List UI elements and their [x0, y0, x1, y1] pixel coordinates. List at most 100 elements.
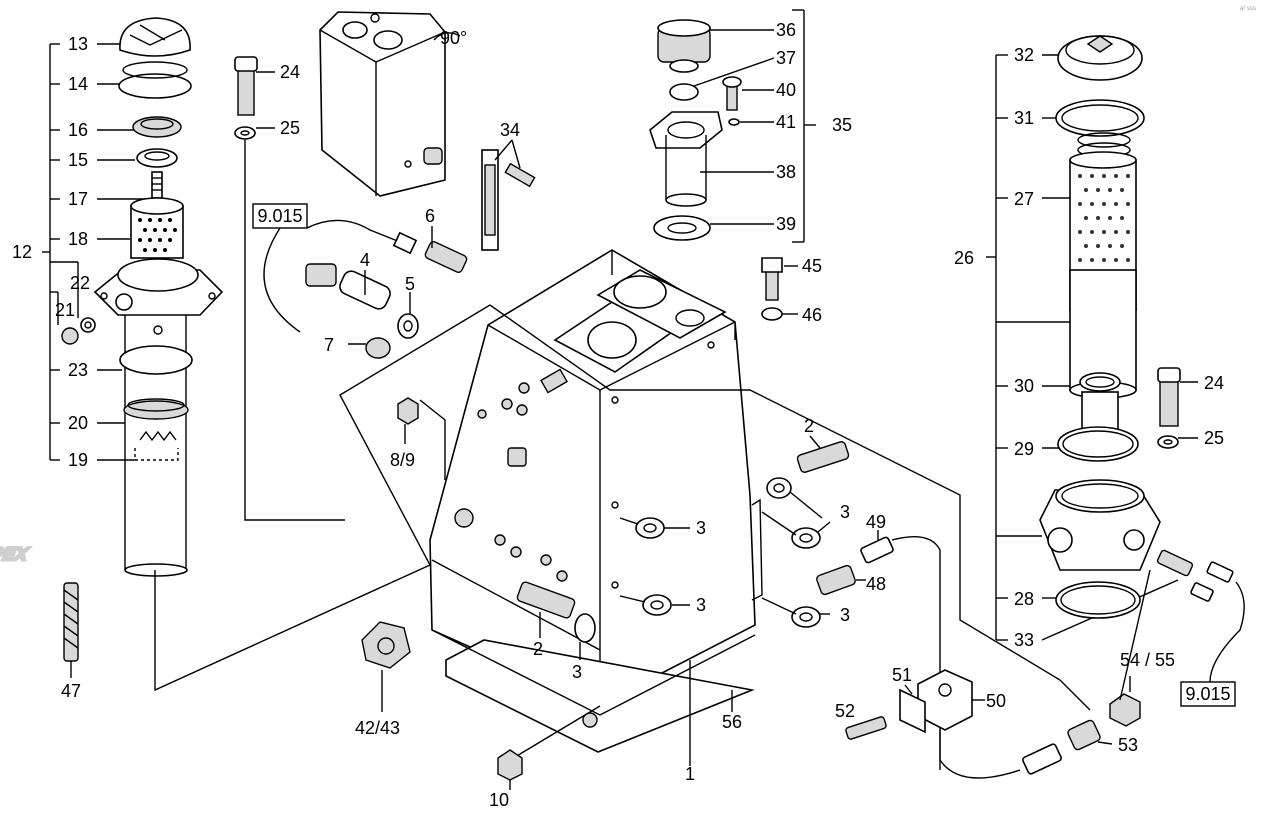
callout-25-right: 25: [1204, 428, 1224, 448]
callout-54-55: 54 / 55: [1120, 650, 1175, 670]
callout-42-43: 42/43: [355, 718, 400, 738]
seal-ring-14: [118, 73, 192, 99]
seal-3-d: [791, 527, 821, 549]
callout-49: 49: [866, 512, 886, 532]
callout-26: 26: [954, 248, 974, 268]
callout-30: 30: [1014, 376, 1034, 396]
callout-39: 39: [776, 214, 796, 234]
plug-21: [61, 327, 79, 345]
rotate-90-icon: [433, 32, 461, 41]
callout-22: 22: [70, 273, 90, 293]
callout-35: 35: [832, 115, 852, 135]
washer-41: [728, 118, 740, 126]
sensor-6: [424, 241, 468, 273]
callout-13: 13: [68, 34, 88, 54]
bolt-45-group: [761, 257, 798, 321]
fitting-53: [1067, 719, 1101, 751]
callout-41: 41: [776, 112, 796, 132]
callout-16: 16: [68, 120, 88, 140]
callout-7: 7: [324, 335, 334, 355]
hydraulic-tank-1: [429, 249, 763, 766]
callout-3-b: 3: [696, 595, 706, 615]
fitting-7: [365, 337, 391, 359]
callout-47: 47: [61, 681, 81, 701]
callout-29: 29: [1014, 439, 1034, 459]
callout-56: 56: [722, 712, 742, 732]
callout-52: 52: [835, 701, 855, 721]
ref-box-right-label: 9.015: [1185, 684, 1230, 704]
callout-10: 10: [489, 790, 509, 809]
svg-text:OPEX: OPEX: [0, 544, 31, 564]
seal-3: [574, 613, 596, 643]
strainer-19: [134, 448, 179, 461]
callout-12: 12: [12, 242, 32, 262]
ref-box-left-label: 9.015: [257, 206, 302, 226]
callout-40: 40: [776, 80, 796, 100]
callout-17: 17: [68, 189, 88, 209]
fitting-42-43: [361, 621, 411, 712]
callout-2-right: 2: [804, 416, 814, 436]
heater-2: [516, 581, 576, 619]
nut-16: [132, 116, 182, 138]
callout-27: 27: [1014, 189, 1034, 209]
o-ring-23: [119, 345, 193, 375]
callout-38: 38: [776, 162, 796, 182]
bracket-34: [481, 139, 536, 251]
callout-8-9: 8/9: [390, 450, 415, 470]
bracket-51: [899, 688, 926, 734]
callout-25: 25: [280, 118, 300, 138]
fittings-53-55: [1022, 676, 1141, 775]
callout-48: 48: [866, 574, 886, 594]
callout-51: 51: [892, 665, 912, 685]
callout-5: 5: [405, 274, 415, 294]
callout-33: 33: [1014, 630, 1034, 650]
callout-15: 15: [68, 150, 88, 170]
pressure-switch: [1156, 549, 1194, 577]
o-ring-31: [1055, 99, 1145, 137]
seal-3-e: [791, 606, 821, 628]
callout-3-a: 3: [696, 518, 706, 538]
bolt-washer-top-left: [234, 56, 345, 521]
washer-46: [761, 307, 783, 321]
callout-3-e: 3: [572, 662, 582, 682]
callout-4: 4: [360, 250, 370, 270]
o-ring-29: [1057, 426, 1139, 462]
right-side-seals: [619, 435, 850, 628]
callout-24-right: 24: [1204, 373, 1224, 393]
callout-32: 32: [1014, 45, 1034, 65]
plug-8: [397, 397, 419, 425]
spring-17: [151, 171, 163, 199]
nut-42: [361, 621, 411, 669]
callout-31: 31: [1014, 108, 1034, 128]
callout-36: 36: [776, 20, 796, 40]
o-ring-28: [1055, 581, 1141, 619]
bolt-52: [845, 716, 887, 740]
callout-20: 20: [68, 413, 88, 433]
right-filter-assembly: [986, 35, 1245, 701]
seal-3-b: [642, 594, 672, 616]
nut-54-55: [1109, 693, 1141, 727]
washer-25: [234, 126, 256, 140]
left-filter-assembly: [42, 17, 491, 692]
washer-25-right: [1157, 435, 1179, 449]
callout-3-c: 3: [840, 502, 850, 522]
filler-cap-13: [119, 17, 191, 57]
washer-5: [397, 313, 419, 339]
ref-box-right: 9.015: [1180, 681, 1236, 707]
routing-line: [489, 304, 1091, 711]
seal-22: [80, 317, 96, 333]
callout-28: 28: [1014, 589, 1034, 609]
heater-2-b: [796, 441, 850, 473]
base-plate-56: [445, 639, 755, 753]
callout-45: 45: [802, 256, 822, 276]
callout-19: 19: [68, 450, 88, 470]
sensor-group: [305, 226, 468, 480]
callout-labels: 13 14 16 15 17 18 12 22 21 23 20 19 47 2…: [12, 20, 1224, 810]
svg-text:90°: 90°: [440, 28, 467, 48]
callout-1: 1: [685, 764, 695, 784]
breather-group: [649, 9, 816, 243]
callout-2-left: 2: [533, 639, 543, 659]
corner-mark: a³ sss: [1240, 6, 1256, 12]
